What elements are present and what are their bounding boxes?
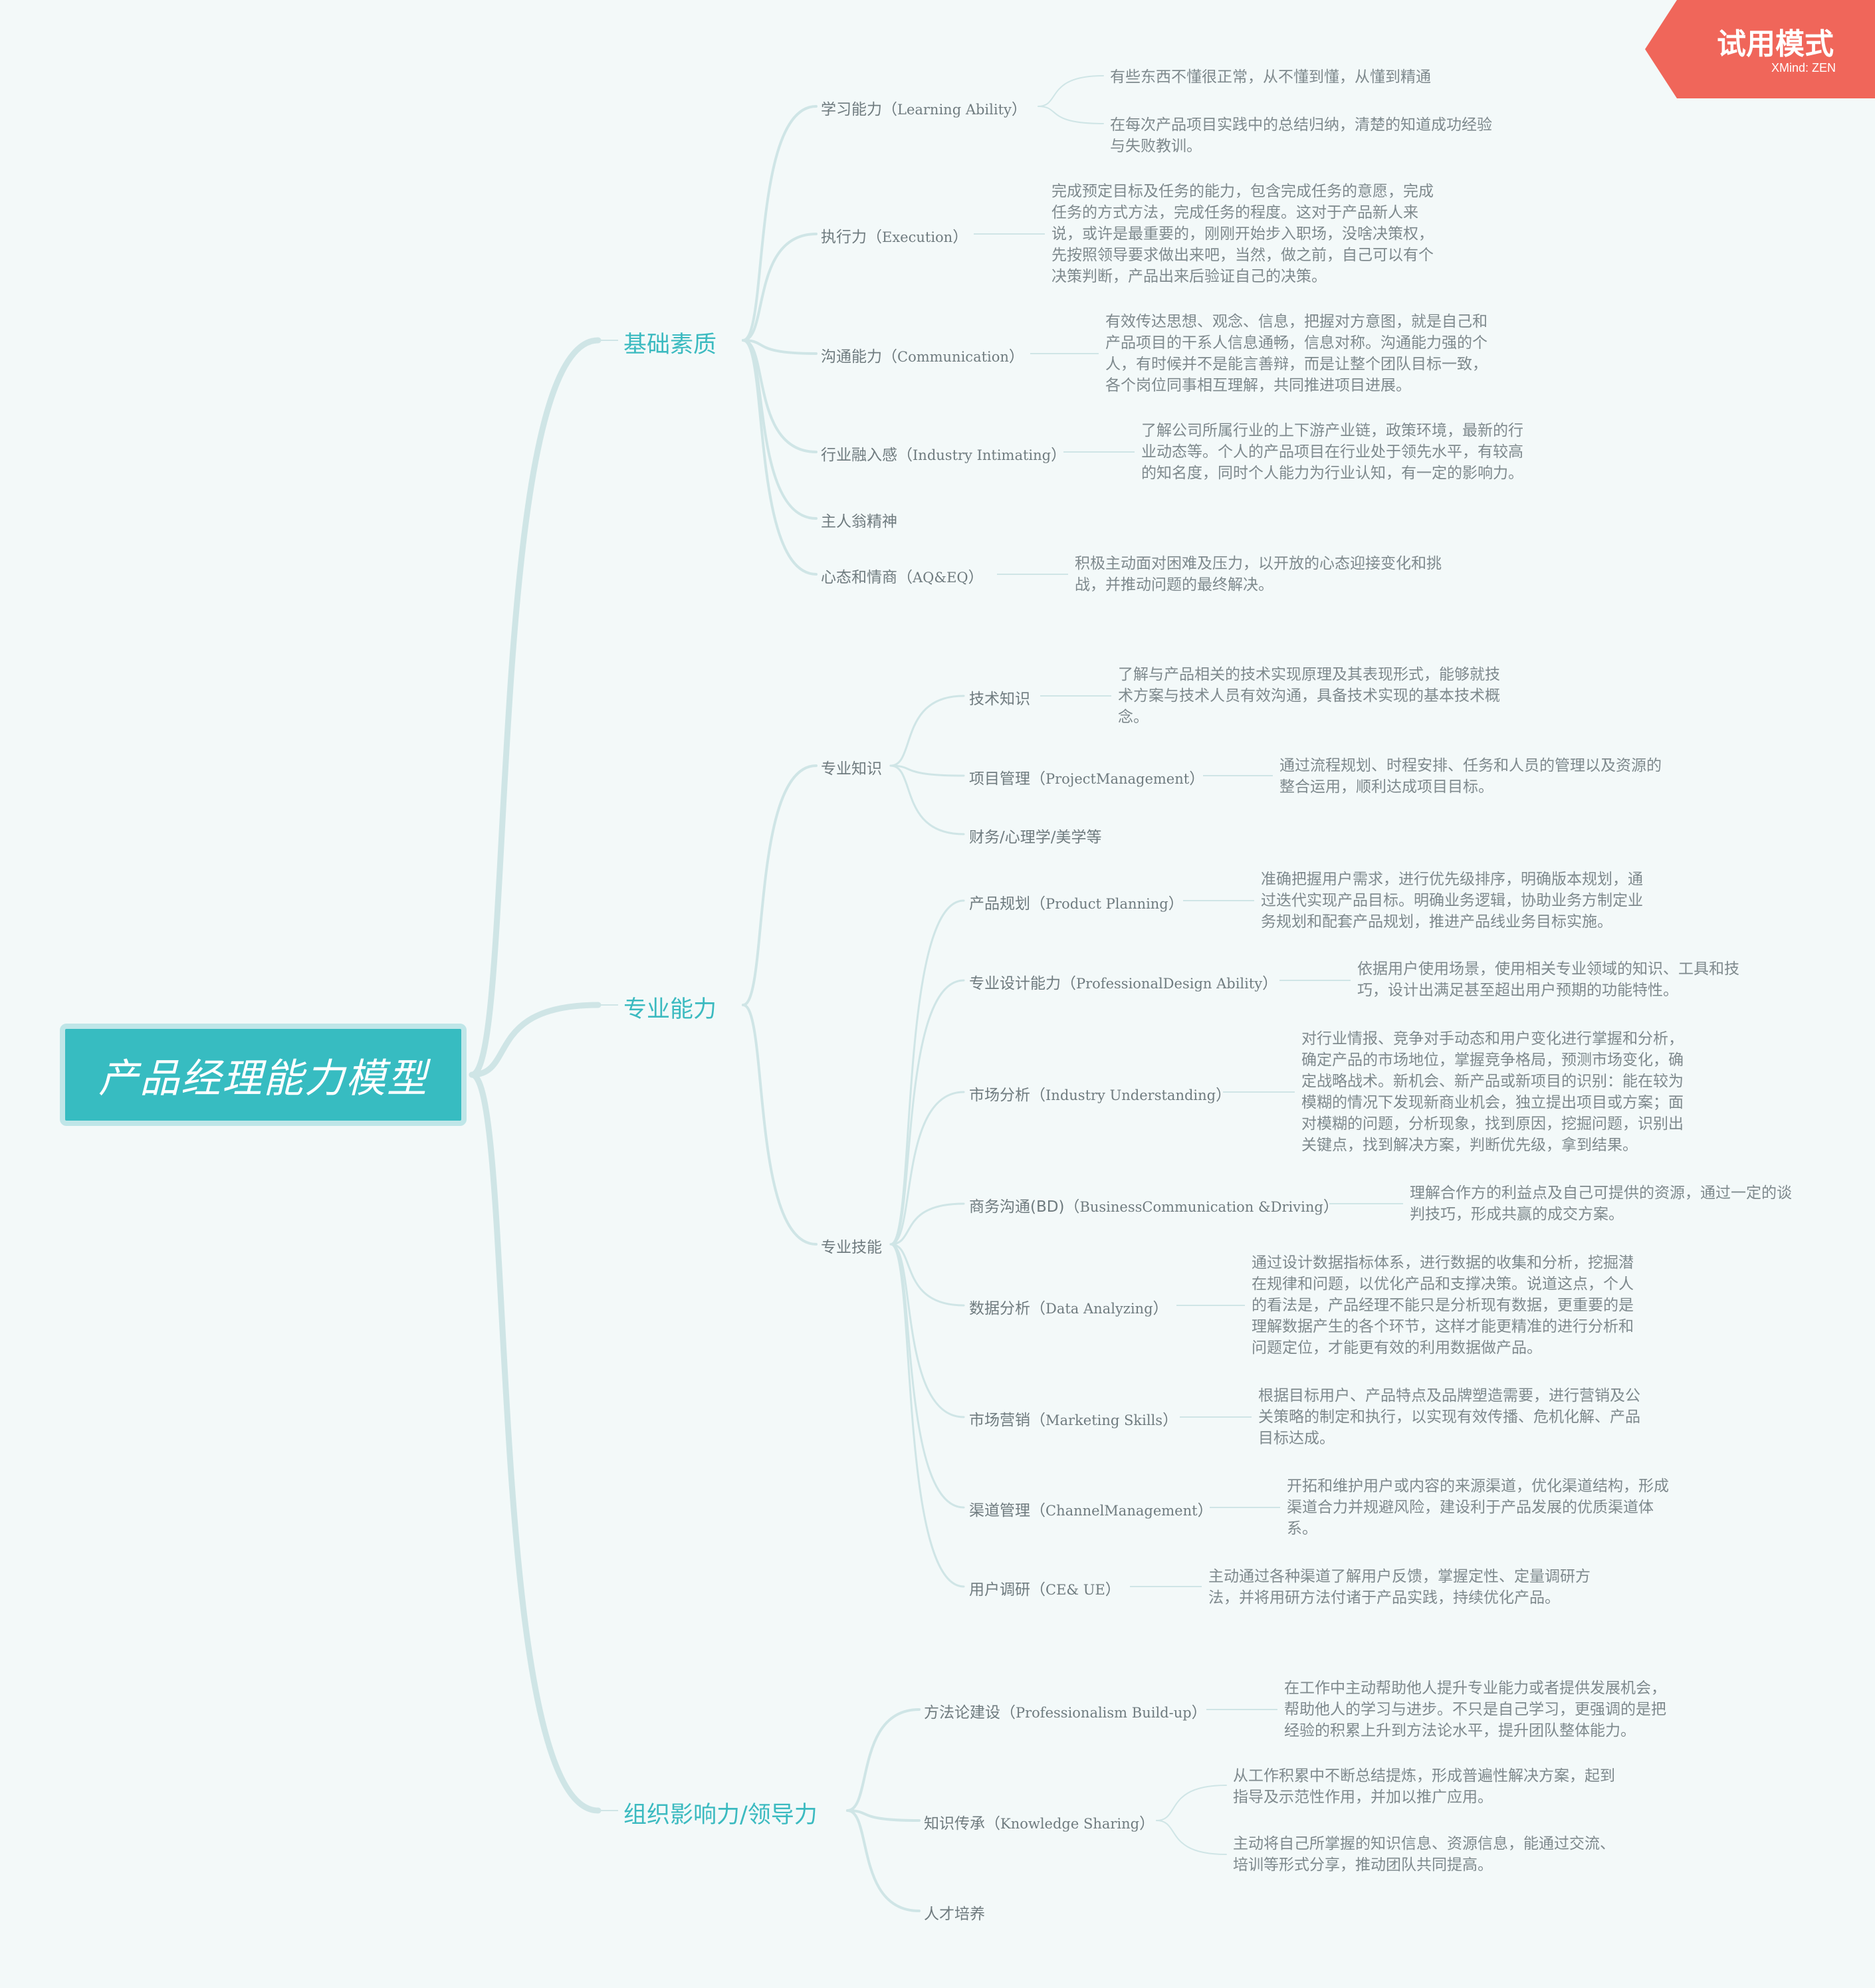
topic-talent-development[interactable]: 人才培养 [924,1906,985,1923]
connector-basic-1 [742,233,818,342]
topic-channel-management[interactable]: 渠道管理（ChannelManagement） [969,1502,1213,1519]
note-channel-management: 开拓和维护用户或内容的来源渠道，优化渠道结构，形成 渠道合力并规避风险，建设利于… [1287,1478,1669,1537]
root-topic[interactable]: 产品经理能力模型 [60,1024,467,1126]
topic-communication[interactable]: 沟通能力（Communication） [821,348,1024,366]
branch-professional-ability[interactable]: 专业能力 [623,996,717,1023]
badge-shape [1645,0,1875,98]
topic-market-analysis[interactable]: 市场分析（Industry Understanding） [969,1087,1232,1104]
note-user-research: 主动通过各种渠道了解用户反馈，掌握定性、定量调研方 法，并将用研方法付诸于产品实… [1208,1568,1591,1606]
topic-execution[interactable]: 执行力（Execution） [821,229,968,246]
connector-skills-0 [889,899,965,1246]
note-learning-1: 有些东西不懂很正常，从不懂到懂，从懂到精通 [1110,68,1431,86]
connector-knowledge-0 [889,695,965,767]
connector-skills-4 [889,1243,965,1307]
topic-project-management[interactable]: 项目管理（ProjectManagement） [969,770,1205,788]
topic-ownership[interactable]: 主人翁精神 [821,513,897,530]
root-topic-label: 产品经理能力模型 [98,1055,428,1102]
topic-tech-knowledge[interactable]: 技术知识 [969,691,1030,708]
topic-marketing[interactable]: 市场营销（Marketing Skills） [969,1412,1178,1429]
connector-org-2 [846,1809,921,1912]
connector-prof-knowledge [742,764,818,1006]
connector-root-basic [469,337,602,1078]
connector-sharing-note-2 [1156,1820,1227,1855]
note-execution: 完成预定目标及任务的能力，包含完成任务的意愿，完成 任务的方式方法，完成任务的程… [1051,183,1434,285]
topic-finance-psychology-aesthetics[interactable]: 财务/心理学/美学等 [969,829,1102,846]
connector-basic-2 [742,339,818,355]
note-marketing: 根据目标用户、产品特点及品牌塑造需要，进行营销及公 关策略的制定和执行，以实现有… [1258,1387,1640,1447]
connector-root-organizational [469,1071,602,1814]
connector-skills-5 [889,1243,965,1418]
connector-root-professional [469,1002,602,1078]
topic-product-planning[interactable]: 产品规划（Product Planning） [969,895,1184,913]
topic-user-research[interactable]: 用户调研（CE& UE） [969,1581,1121,1599]
trial-mode-title: 试用模式 [1717,27,1834,61]
note-learning-2: 在每次产品项目实践中的总结归纳，清楚的知道成功经验 与失败教训。 [1110,116,1492,155]
branch-basic-qualities[interactable]: 基础素质 [623,332,717,358]
note-market-analysis: 对行业情报、竞争对手动态和用户变化进行掌握和分析， 确定产品的市场地位，掌握竞争… [1301,1030,1684,1154]
note-professional-design: 依据用户使用场景，使用相关专业领域的知识、工具和技 巧，设计出满足甚至超出用户预… [1357,960,1739,999]
connector-basic-0 [742,105,818,342]
connector-sharing-note-1 [1156,1785,1227,1821]
note-project-management: 通过流程规划、时程安排、任务和人员的管理以及资源的 整合运用，顺利达成项目目标。 [1279,757,1662,796]
connector-basic-5 [742,339,818,576]
topic-business-communication[interactable]: 商务沟通(BD)（BusinessCommunication &Driving） [969,1198,1339,1216]
note-industry-intimating: 了解公司所属行业的上下游产业链，政策环境，最新的行 业动态等。个人的产品项目在行… [1141,422,1523,482]
note-knowledge-sharing-1: 从工作积累中不断总结提炼，形成普遍性解决方案，起到 指导及示范性作用，并加以推广… [1233,1767,1615,1806]
connector-learning-note-2 [1038,106,1104,124]
connector-org-0 [846,1708,921,1812]
connector-skills-2 [889,1091,965,1246]
connector-knowledge-2 [889,764,965,835]
note-communication: 有效传达思想、观念、信息，把握对方意图，就是自己和 产品项目的干系人信息通畅，信… [1105,313,1488,394]
topic-professional-design[interactable]: 专业设计能力（ProfessionalDesign Ability） [969,975,1278,992]
topic-professional-skills[interactable]: 专业技能 [821,1239,882,1256]
topic-knowledge-sharing[interactable]: 知识传承（Knowledge Sharing） [924,1815,1155,1832]
note-product-planning: 准确把握用户需求，进行优先级排序，明确版本规划，通 过迭代实现产品目标。明确业务… [1261,871,1643,931]
topic-industry-intimating[interactable]: 行业融入感（Industry Intimating） [821,447,1067,464]
trial-mode-badge[interactable]: 试用模式 XMind: ZEN [1645,0,1875,98]
topic-learning-ability[interactable]: 学习能力（Learning Ability） [821,101,1027,118]
note-knowledge-sharing-2: 主动将自己所掌握的知识信息、资源信息，能通过交流、 培训等形式分享，推动团队共同… [1233,1835,1615,1874]
connector-knowledge-1 [889,764,965,777]
branch-organizational-influence[interactable]: 组织影响力/领导力 [623,1802,818,1828]
note-tech-knowledge: 了解与产品相关的技术实现原理及其表现形式，能够就技 术方案与技术人员有效沟通，具… [1118,666,1500,726]
connector-learning-note-1 [1038,75,1104,107]
connector-skills-1 [889,979,965,1246]
note-data-analysis: 通过设计数据指标体系，进行数据的收集和分析，挖掘潜 在规律和问题，以优化产品和支… [1252,1254,1634,1357]
connector-skills-7 [889,1243,965,1588]
connector-org-1 [846,1809,921,1822]
topic-methodology-building[interactable]: 方法论建设（Professionalism Build-up） [924,1704,1207,1721]
xmind-brand-logo: XMind: ZEN [1771,61,1836,74]
topic-professional-knowledge[interactable]: 专业知识 [821,760,882,778]
connector-prof-skills [742,1004,818,1246]
note-aq-eq: 积极主动面对困难及压力，以开放的心态迎接变化和挑 战，并推动问题的最终解决。 [1075,555,1442,594]
note-business-communication: 理解合作方的利益点及自己可提供的资源，通过一定的谈 判技巧，形成共赢的成交方案。 [1410,1184,1792,1223]
note-methodology-building: 在工作中主动帮助他人提升专业能力或者提供发展机会， 帮助他人的学习与进步。不只是… [1284,1680,1666,1739]
topic-aq-eq[interactable]: 心态和情商（AQ&EQ） [821,569,984,586]
connector-skills-3 [889,1202,965,1246]
topic-data-analysis[interactable]: 数据分析（Data Analyzing） [969,1300,1168,1317]
